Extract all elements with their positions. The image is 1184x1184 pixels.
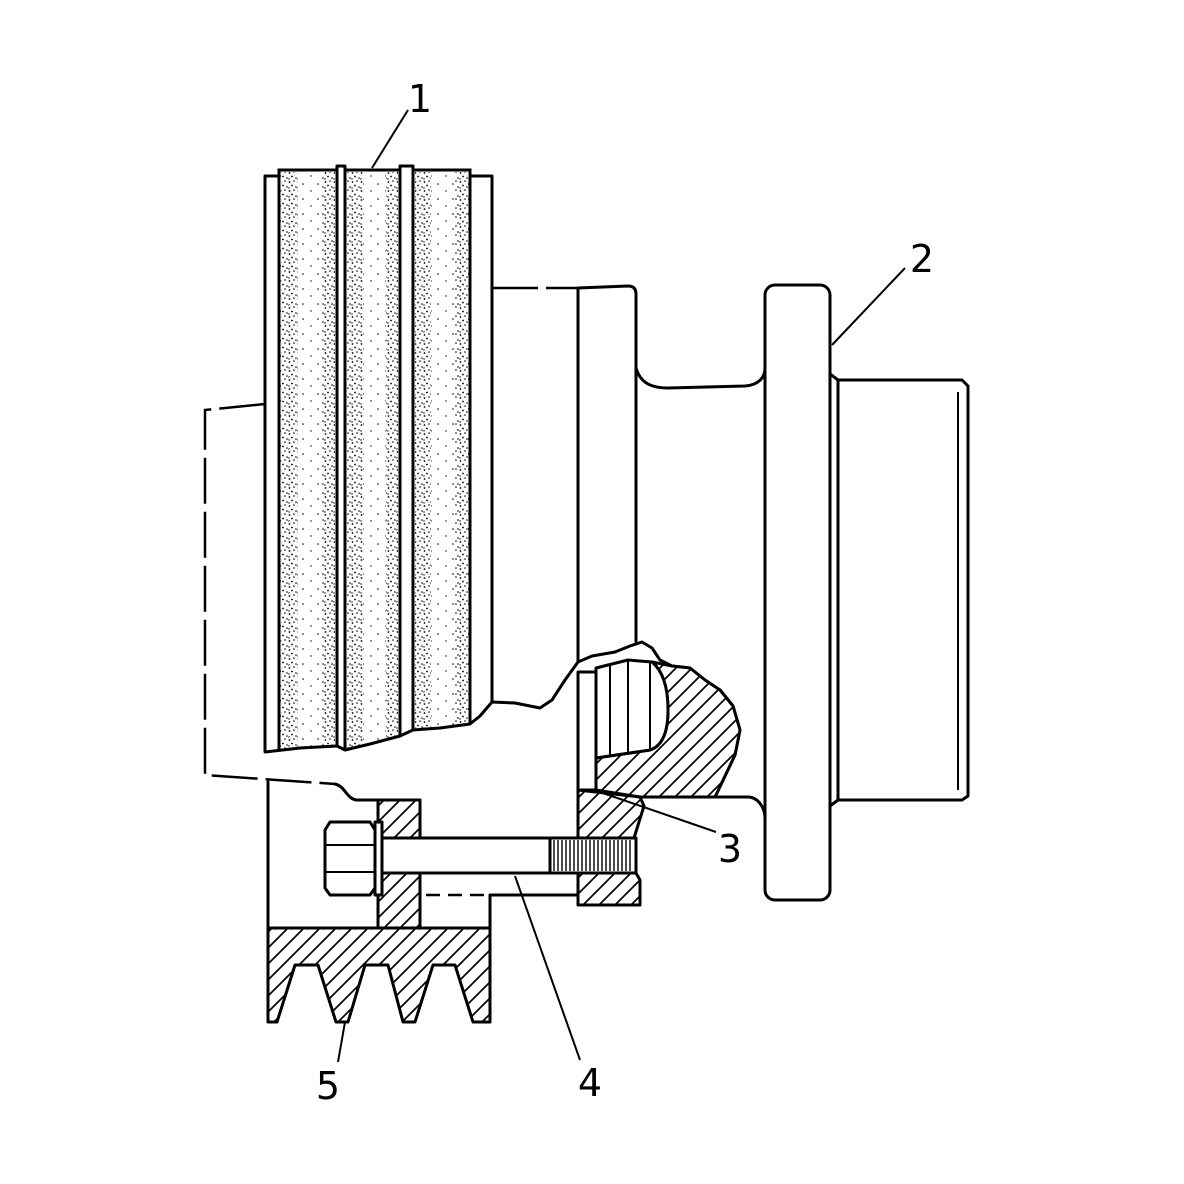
adapter-plate: [576, 670, 598, 792]
callout-4-label: 4: [578, 1061, 602, 1105]
damper-rib-3-shade-right: [455, 172, 468, 752]
damper-pulley: [263, 164, 494, 752]
damper-rib-2-shade-right: [386, 172, 398, 752]
adapter-nut-facets: [609, 661, 651, 756]
callout-3-leader: [593, 789, 717, 833]
damper-break-line: [263, 660, 580, 754]
callout-3: 3: [593, 789, 742, 871]
pulley-groove-section: [266, 926, 492, 1024]
callout-2-label: 2: [910, 237, 934, 281]
bolt-thread: [548, 836, 638, 875]
pulley-right-edge: [488, 893, 580, 930]
damper-rib-1-shade-right: [322, 172, 335, 752]
damper-rim-left: [263, 174, 281, 752]
adapter-nut: [594, 658, 670, 760]
damper-ridge-2: [398, 164, 415, 752]
hub-flange-front: [576, 284, 638, 664]
callout-2: 2: [831, 237, 934, 346]
callout-1: 1: [371, 77, 432, 169]
callout-1-label: 1: [408, 77, 432, 121]
callout-5: 5: [316, 1021, 346, 1108]
bolt: [323, 820, 638, 897]
hub-neck-top: [634, 366, 767, 390]
callout-5-leader: [337, 1021, 346, 1063]
callout-2-leader: [831, 267, 906, 346]
damper-rib-3-shade-left: [415, 172, 431, 752]
pulley-hub-hatch-upper: [376, 798, 422, 840]
damper-rib-1-shade-left: [281, 172, 298, 752]
callout-1-leader: [371, 109, 409, 169]
rear-flange: [763, 283, 832, 902]
bolt-thread-lines: [553, 840, 631, 871]
callout-5-label: 5: [316, 1064, 340, 1108]
damper-rim-right: [468, 174, 494, 752]
bolt-head: [323, 820, 377, 897]
pulley-hub-hatch-lower: [376, 871, 422, 932]
pulley-hub-top-edge: [333, 782, 422, 802]
bolt-head-facets: [325, 844, 375, 873]
damper-rib-2-shade-left: [347, 172, 363, 752]
callout-4: 4: [514, 875, 602, 1105]
adapter-hatch-upper: [576, 788, 646, 840]
flange-step: [828, 372, 840, 808]
bolt-shank: [380, 836, 552, 875]
rear-cylinder: [836, 378, 970, 802]
callout-3-label: 3: [718, 827, 742, 871]
hidden-outline: [203, 402, 336, 786]
callout-4-leader: [514, 875, 581, 1061]
adapter-hatch-lower: [576, 871, 642, 907]
